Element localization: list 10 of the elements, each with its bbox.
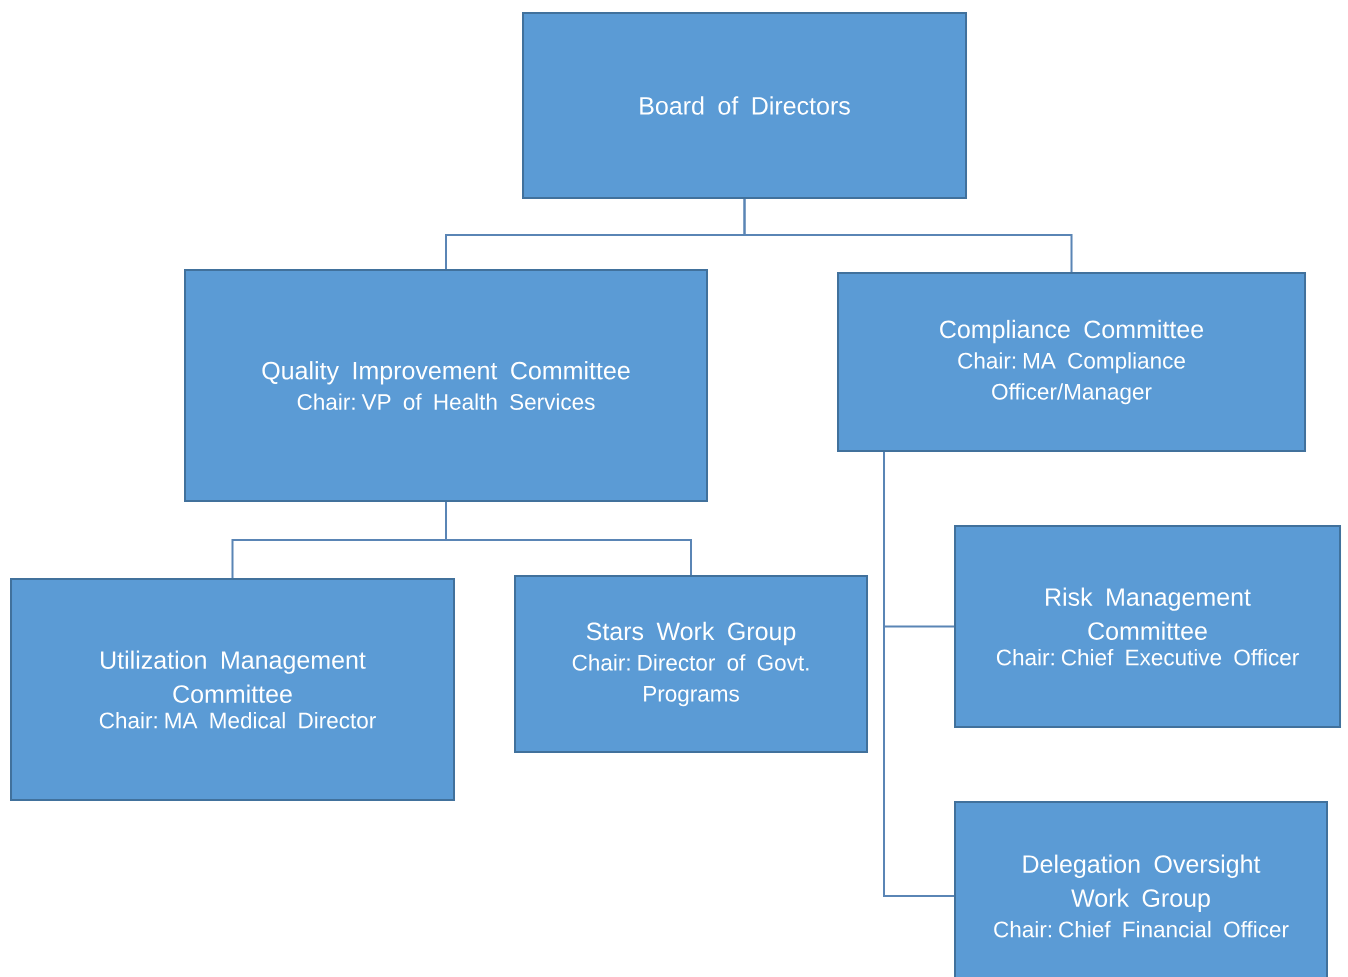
- connector-line: [883, 451, 955, 897]
- org-box: Stars Work Group Chair: Director of Govt. Programs: [514, 575, 868, 753]
- org-box: Board of Directors: [522, 12, 967, 199]
- org-box: Compliance Committee Chair: MA Compliance Officer/Manager: [837, 272, 1306, 452]
- connector-line: [445, 501, 692, 576]
- org-box: Delegation Oversight Work Group Chair: Chief Financial Officer: [954, 801, 1328, 977]
- org-box: Utilization Management Committee Chair: MA Medical Director: [10, 578, 455, 801]
- org-box: Risk Management Committee Chair: Chief Executive Officer: [954, 525, 1341, 728]
- org-box: Quality Improvement Committee Chair: VP of Health Services: [184, 269, 708, 502]
- connector-line: [743, 198, 1073, 273]
